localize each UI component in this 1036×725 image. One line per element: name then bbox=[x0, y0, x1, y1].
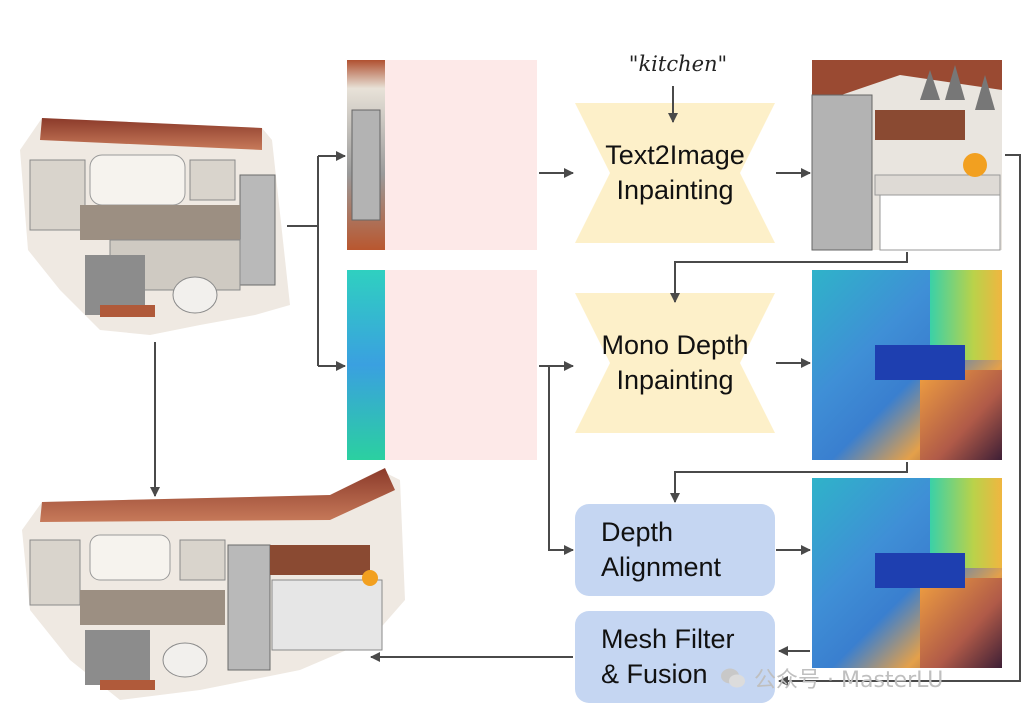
masked-rgb-image bbox=[347, 60, 537, 250]
mono-depth-inpainting-block: Mono Depth Inpainting bbox=[575, 293, 775, 433]
aligned-depth-image bbox=[812, 478, 1002, 668]
prompt-label: "kitchen" bbox=[628, 52, 728, 76]
depth-alignment-line1: Depth bbox=[601, 517, 674, 547]
inpainted-rgb-image bbox=[811, 60, 1002, 251]
connector-lines bbox=[150, 86, 1021, 686]
wechat-icon bbox=[721, 668, 745, 688]
output-kitchen-image bbox=[22, 468, 405, 700]
mono-depth-line1: Mono Depth bbox=[601, 330, 749, 360]
text2image-line2: Inpainting bbox=[616, 175, 734, 205]
input-kitchen-image bbox=[20, 118, 290, 335]
depth-alignment-block-shape bbox=[575, 504, 775, 596]
masked-depth-image bbox=[347, 270, 537, 460]
depth-alignment-block: Depth Alignment bbox=[601, 504, 771, 596]
mesh-filter-line2: & Fusion bbox=[601, 659, 708, 689]
mono-depth-line2: Inpainting bbox=[616, 365, 734, 395]
depth-alignment-line2: Alignment bbox=[601, 552, 722, 582]
mesh-filter-fusion-block: Mesh Filter & Fusion bbox=[601, 611, 771, 703]
watermark-text: 公众号 · MasterLU bbox=[754, 668, 944, 693]
watermark: 公众号 · MasterLU bbox=[720, 662, 943, 694]
mono-depth-block-shape bbox=[575, 293, 775, 433]
inpainted-depth-image bbox=[812, 270, 1002, 460]
text2image-inpainting-block: Text2Image Inpainting bbox=[575, 103, 775, 243]
text2image-line1: Text2Image bbox=[605, 140, 745, 170]
text2image-block-shape bbox=[575, 103, 775, 243]
mesh-filter-line1: Mesh Filter bbox=[601, 624, 735, 654]
